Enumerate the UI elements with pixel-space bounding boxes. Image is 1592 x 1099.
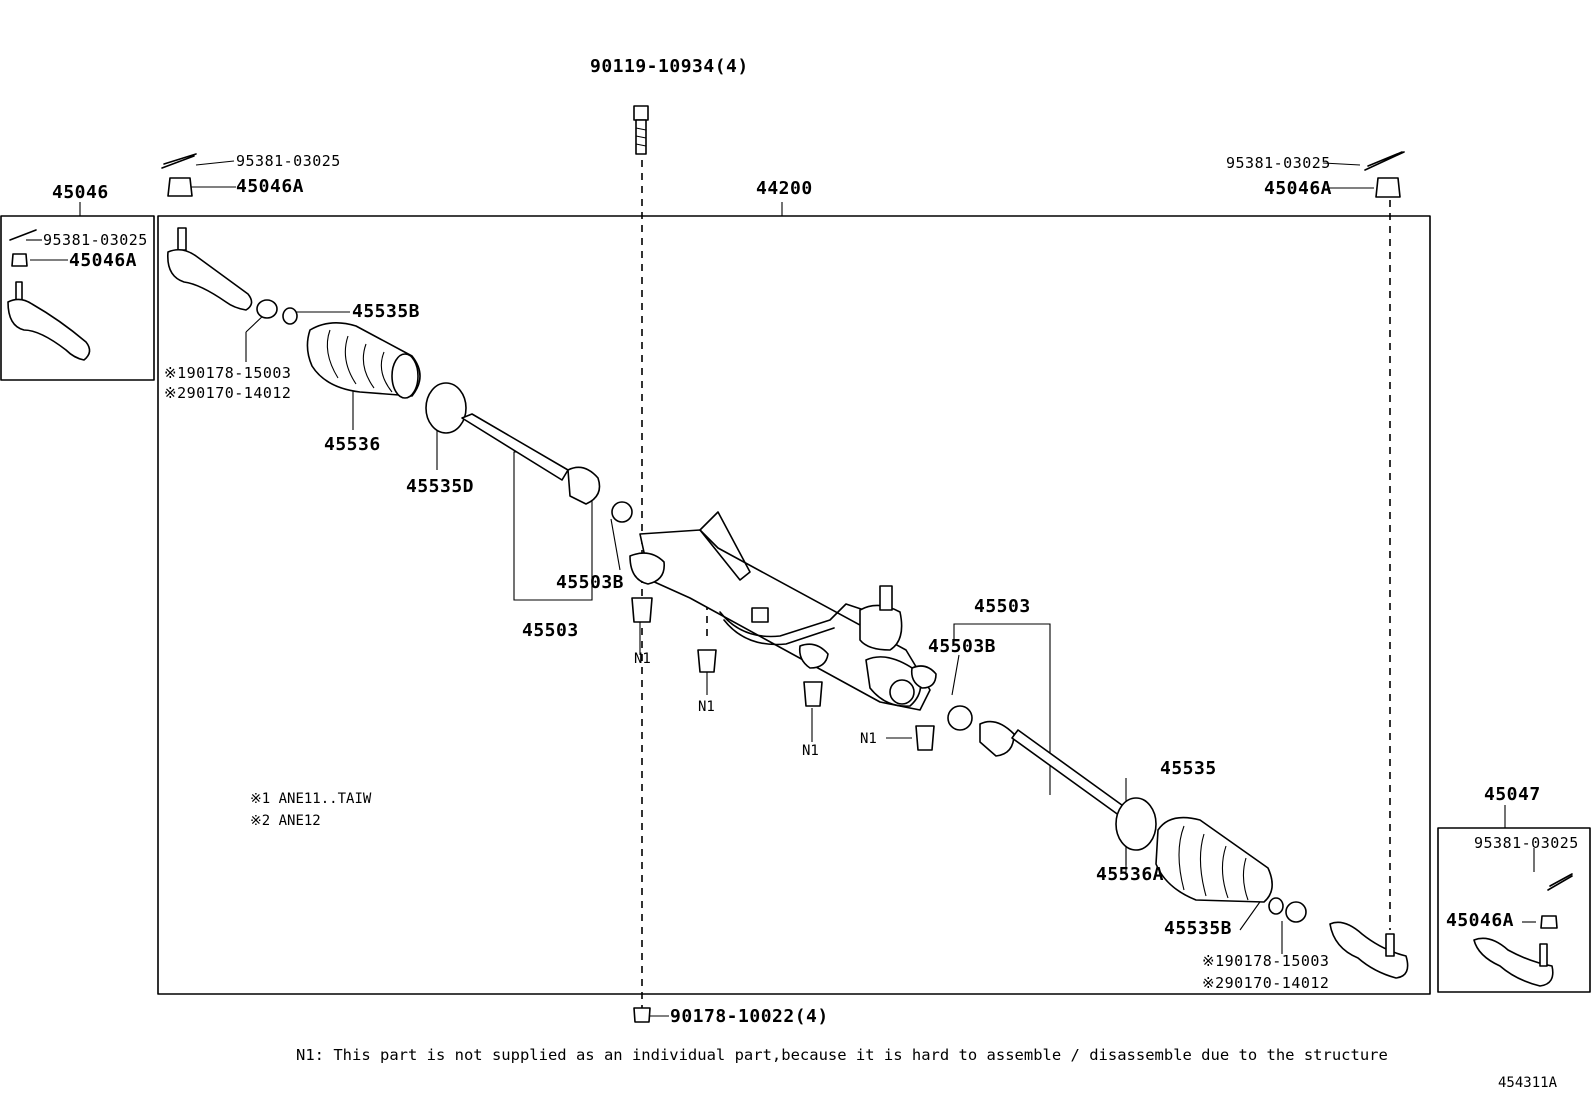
label-clip-left: 45535B bbox=[352, 301, 421, 322]
label-n1-d: N1 bbox=[860, 731, 877, 747]
clamp-right bbox=[1115, 797, 1157, 851]
washer-right bbox=[947, 705, 973, 731]
grommet-left bbox=[256, 299, 278, 319]
label-kit-left-pin: 95381-03025 bbox=[43, 231, 148, 249]
label-kit-right-pin: 95381-03025 bbox=[1474, 834, 1579, 852]
castle-nut-left bbox=[167, 177, 193, 197]
label-n1-a: N1 bbox=[634, 651, 651, 667]
label-clamp-left: 45535D bbox=[406, 476, 475, 497]
inner-rod-left bbox=[461, 413, 601, 505]
outer-tie-rod-end-left bbox=[167, 227, 253, 311]
label-inner-rod-left: 45503 bbox=[522, 620, 579, 641]
label-pin-right: 95381-03025 bbox=[1226, 154, 1331, 172]
label-grommet-right-1: ※190178-15003 bbox=[1202, 952, 1330, 970]
label-nut-bottom: 90178-10022(4) bbox=[670, 1006, 829, 1027]
washer-left bbox=[611, 501, 633, 523]
label-clip-right: 45535B bbox=[1164, 918, 1233, 939]
grommet-n1-c bbox=[803, 681, 823, 707]
label-washer-right: 45503B bbox=[928, 636, 997, 657]
kit-right-tie-rod-end bbox=[1473, 937, 1554, 987]
clip-right bbox=[1268, 897, 1284, 915]
label-note-2: ※2 ANE12 bbox=[250, 813, 321, 829]
right-kit-frame bbox=[1437, 827, 1591, 993]
grommet-n1-d bbox=[915, 725, 935, 751]
label-nut-right: 45046A bbox=[1264, 178, 1333, 199]
label-nut-left: 45046A bbox=[236, 176, 305, 197]
grommet-n1-a bbox=[631, 597, 653, 623]
boot-right bbox=[1155, 816, 1273, 903]
cotter-pin-right bbox=[1364, 151, 1405, 171]
kit-left-tie-rod-end bbox=[7, 281, 91, 361]
label-boot-right: 45535 bbox=[1160, 758, 1217, 779]
nut-bottom bbox=[633, 1007, 651, 1023]
clip-left bbox=[282, 307, 298, 325]
left-kit-frame bbox=[0, 215, 155, 381]
label-n1-b: N1 bbox=[698, 699, 715, 715]
inner-rod-right bbox=[979, 720, 1127, 817]
label-tie-end-left-kit: 45046 bbox=[52, 182, 109, 203]
castle-nut-right bbox=[1375, 177, 1401, 198]
label-kit-left-nut: 45046A bbox=[69, 250, 138, 271]
grommet-right bbox=[1285, 901, 1307, 923]
drawing-number: 454311A bbox=[1498, 1075, 1558, 1091]
leader-lines bbox=[26, 160, 1536, 1017]
label-tie-end-right-kit: 45047 bbox=[1484, 784, 1541, 805]
label-clamp-right: 45536A bbox=[1096, 864, 1165, 885]
clamp-left bbox=[425, 382, 467, 434]
label-inner-rod-right: 45503 bbox=[974, 596, 1031, 617]
assembly-frame bbox=[157, 215, 1431, 995]
grommet-n1-b bbox=[697, 649, 717, 673]
label-kit-right-nut: 45046A bbox=[1446, 910, 1515, 931]
cotter-pin-left bbox=[161, 153, 197, 169]
boot-left bbox=[306, 322, 421, 399]
footnote: N1: This part is not supplied as an indi… bbox=[296, 1046, 1388, 1064]
rack-housing bbox=[629, 511, 937, 711]
label-grommet-left-2: ※290170-14012 bbox=[164, 384, 292, 402]
label-boot-left: 45536 bbox=[324, 434, 381, 455]
label-n1-c: N1 bbox=[802, 743, 819, 759]
label-grommet-right-2: ※290170-14012 bbox=[1202, 974, 1330, 992]
label-note-1: ※1 ANE11..TAIW bbox=[250, 791, 372, 807]
label-pin-left: 95381-03025 bbox=[236, 152, 341, 170]
bolt-top bbox=[633, 105, 649, 155]
label-washer-left: 45503B bbox=[556, 572, 625, 593]
outer-tie-rod-end-right bbox=[1329, 921, 1409, 979]
label-assembly: 44200 bbox=[756, 178, 813, 199]
label-grommet-left-1: ※190178-15003 bbox=[164, 364, 292, 382]
label-bolt-top: 90119-10934(4) bbox=[590, 56, 749, 77]
